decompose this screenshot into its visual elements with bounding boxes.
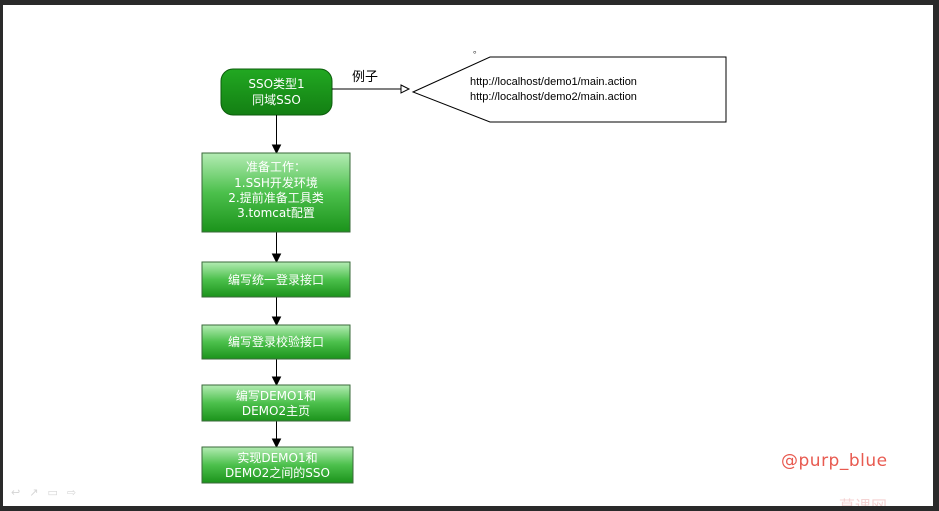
arrowhead [271,253,282,264]
pen-icon[interactable]: ↗ [29,486,39,499]
step-demo-sso-line1: 实现DEMO1和 [237,450,317,465]
example-label: 例子 [352,70,378,85]
flow-arrows [271,115,282,449]
example-url-1: http://localhost/demo1/main.action [470,76,637,88]
example-callout [411,56,727,123]
start-node [220,68,333,116]
player-controls: ↩ ↗ ▭ ⇨ [11,486,76,499]
start-node-line2: 同域SSO [252,93,301,107]
step-prepare-line4: 3.tomcat配置 [237,206,315,220]
arrowhead [271,144,282,155]
step-prepare-line2: 1.SSH开发环境 [234,175,318,190]
step-demo-pages-line2: DEMO2主页 [242,404,310,418]
arrowhead [271,316,282,327]
step-demo-sso [201,446,354,484]
slide-canvas: SSO类型1 同域SSO 例子 http://localhost/demo1/m… [3,5,933,506]
step-prepare [201,152,351,233]
step-demo-sso-line2: DEMO2之间的SSO [225,465,330,480]
stray-mark: 。 [473,46,483,56]
undo-icon[interactable]: ↩ [11,486,21,499]
step-verify-api [201,324,351,360]
flowchart: SSO类型1 同域SSO 例子 http://localhost/demo1/m… [201,56,727,484]
step-demo-pages-line1: 编写DEMO1和 [236,388,316,403]
step-demo-pages [201,384,351,422]
step-prepare-line3: 2.提前准备工具类 [228,190,323,205]
site-logo: 慕课网 [839,493,887,506]
example-url-2: http://localhost/demo2/main.action [470,91,637,103]
step-login-api [201,261,351,298]
step-login-api-label: 编写统一登录接口 [228,272,324,287]
example-connector-arrowhead [400,84,411,94]
arrowhead [271,376,282,387]
step-verify-api-label: 编写登录校验接口 [228,334,324,349]
start-node-line1: SSO类型1 [248,77,304,91]
step-prepare-line1: 准备工作： [246,160,306,174]
watermark-handle: @purp_blue [781,451,888,471]
arrowhead [271,438,282,449]
screen-icon[interactable]: ▭ [47,486,58,499]
next-icon[interactable]: ⇨ [66,486,77,499]
